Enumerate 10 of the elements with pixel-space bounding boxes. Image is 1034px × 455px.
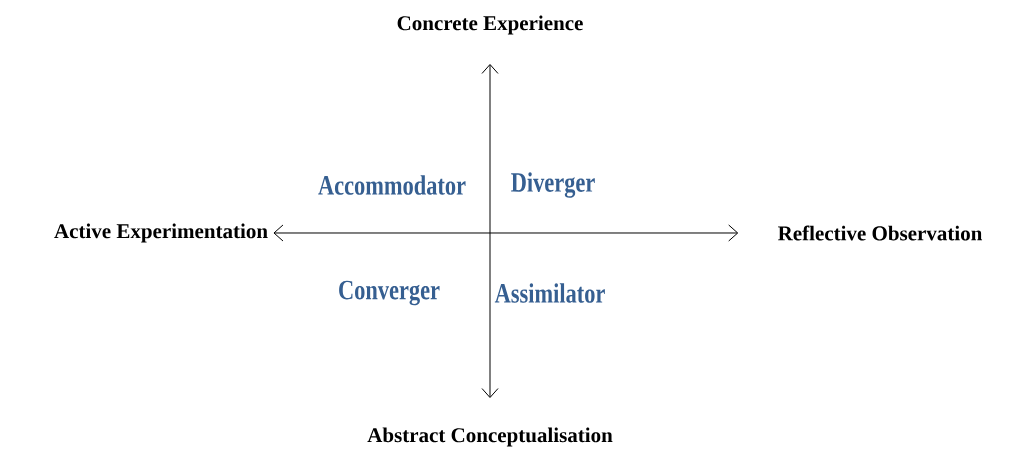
axis-label: Reflective Observation bbox=[778, 225, 983, 241]
axis-label: Concrete Experience bbox=[397, 15, 583, 35]
quadrant-label: Accommodator bbox=[318, 175, 466, 195]
axis-label: Active Experimentation bbox=[54, 223, 268, 243]
quadrant-label: Diverger bbox=[511, 172, 595, 198]
axis-arrow bbox=[481, 63, 499, 398]
quadrant-label: Converger bbox=[339, 280, 440, 306]
axis-arrow bbox=[273, 224, 739, 242]
axis-label: Abstract Conceptualisation bbox=[367, 427, 613, 447]
quadrant-label: Assimilator bbox=[494, 283, 605, 303]
